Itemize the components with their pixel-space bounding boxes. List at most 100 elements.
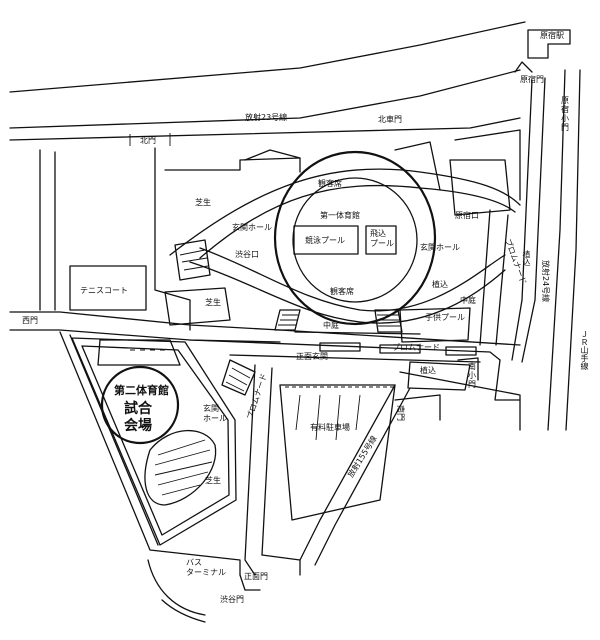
rail-line-2 <box>565 69 581 431</box>
northwest-block-inner <box>164 157 301 171</box>
label-jr-line: ＪＲ山手線 <box>580 330 589 370</box>
label-dive-pool: 飛込 プール <box>370 229 394 248</box>
promenade-box-3 <box>445 346 477 356</box>
promenade-box-2 <box>379 344 421 354</box>
harajuku-gate-mark <box>514 61 533 73</box>
dive-pool-box <box>365 225 397 255</box>
right-lower-edge <box>494 359 521 401</box>
front-gate-road <box>261 554 301 576</box>
label-match-venue-2: 会場 <box>124 417 152 434</box>
label-courtyard-right: 中庭 <box>460 295 476 305</box>
label-promenade-bottom: プロムナード <box>245 372 268 420</box>
label-south-gate: 南門 <box>396 405 406 421</box>
label-parking: 有料駐車場 <box>310 422 350 432</box>
label-courtyard-mid: 中庭 <box>323 320 339 330</box>
gym1-stair-left-hatch <box>278 314 298 326</box>
promenade-main-bottom <box>229 354 481 363</box>
courtyard-edge <box>294 331 421 335</box>
rail-line-3 <box>511 79 533 361</box>
south-gate-road <box>394 394 441 421</box>
label-match-venue-1: 試合 <box>124 400 153 417</box>
label-lawn-bottom: 芝生 <box>205 475 221 485</box>
promenade-lower-right <box>261 367 273 556</box>
gym2-site-inner <box>81 345 230 536</box>
south-small-gate-mark <box>457 357 479 381</box>
label-lobby-second: 玄関 ホール <box>203 404 227 423</box>
promenade-lower-left <box>244 364 256 576</box>
gym2-circle[interactable] <box>100 365 180 445</box>
radial-23-road-north-edge <box>9 21 526 93</box>
gym1-block-left <box>244 149 301 173</box>
gym1-sweep-top <box>169 168 521 256</box>
label-spectator-top: 観客席 <box>318 178 342 188</box>
parking-stall-2 <box>315 394 321 441</box>
label-harajuku-entrance: 原宿口 <box>455 210 479 220</box>
gym2-site-outline <box>71 337 237 546</box>
label-promenade-mid: プロムナード <box>392 343 440 352</box>
rail-line-4 <box>521 77 546 363</box>
rail-line-1 <box>547 69 566 431</box>
gym1-sweep-bottom-2 <box>189 261 506 324</box>
label-lobby-left: 玄関ホール <box>232 222 272 232</box>
tennis-court <box>69 265 147 311</box>
gym2-canopy <box>97 339 181 366</box>
parking-stall-1 <box>295 394 301 431</box>
label-harajuku-gate: 原宿門 <box>520 74 544 84</box>
label-lobby-right: 玄関ホール <box>420 242 460 252</box>
radial-155-road <box>299 384 396 561</box>
label-planting-right: 植込 <box>522 250 531 266</box>
southwest-boundary <box>59 331 241 576</box>
promenade-main-top <box>189 339 501 361</box>
gym1-stair-right-hatch <box>377 314 401 327</box>
gym1-sweep-top-2 <box>199 184 516 259</box>
west-gate-road-2 <box>9 329 281 343</box>
gym2-wing <box>144 429 217 506</box>
label-lawn-bottom-nw: 芝生 <box>205 297 221 307</box>
shibuya-gate-road <box>239 574 261 591</box>
south-planting-block <box>407 361 471 391</box>
label-bus-terminal: バス ターミナル <box>186 558 226 577</box>
label-lawn-top: 芝生 <box>195 197 211 207</box>
label-swim-pool: 競泳プール <box>305 235 345 245</box>
label-tennis: テニスコート <box>80 286 128 295</box>
promenade-right-edge-2 <box>495 214 509 346</box>
radial-23-road-south-edge <box>9 69 521 129</box>
southwest-boundary-2 <box>69 334 159 546</box>
north-gate-road <box>9 117 521 141</box>
promenade-right-edge <box>479 209 491 346</box>
label-radial24: 放射24号線 <box>541 260 551 302</box>
kids-pool-area <box>399 307 471 343</box>
parking-stall-4 <box>355 394 361 431</box>
label-planting-mid: 植込 <box>432 279 448 289</box>
gym1-sweep-bottom <box>199 247 506 312</box>
label-gym1: 第一体育館 <box>320 210 360 220</box>
label-front-gate: 正面門 <box>244 572 268 581</box>
label-radial155: 放射155号線 <box>345 434 379 479</box>
label-south-small-gate: 南 小 門 <box>468 362 476 389</box>
label-harajuku-station: 原宿駅 <box>540 30 564 40</box>
south-area-boundary <box>399 371 521 431</box>
station-building <box>527 29 571 59</box>
harajuku-entrance-block <box>449 159 511 216</box>
label-planting-low: 植込 <box>420 365 436 375</box>
gym2-entrance-stair-hatch <box>225 367 251 392</box>
radial-155-road-2 <box>314 387 411 566</box>
label-spectator-bottom: 観客席 <box>330 286 354 296</box>
bus-terminal-curve-2 <box>161 599 206 623</box>
label-main-entrance: 正面玄関 <box>296 351 328 361</box>
label-north-gate: 北門 <box>140 136 156 145</box>
label-radial23: 放射23号線 <box>245 112 287 122</box>
bus-terminal-curve <box>147 559 206 616</box>
promenade-box-1 <box>319 342 361 352</box>
label-shibuya-entrance: 渋谷口 <box>235 249 259 259</box>
label-kids-pool: 子供プール <box>425 312 465 322</box>
gym1-inner-ring <box>292 177 418 303</box>
parking-outline <box>279 384 396 521</box>
gym2-wing-hatch <box>154 439 213 496</box>
label-harajuku-elem: 原 宿 小 門 <box>561 96 569 132</box>
gym1-block-right <box>394 141 441 191</box>
label-kitakuruma-gate: 北車門 <box>378 114 402 124</box>
label-shibuya-gate: 渋谷門 <box>220 594 244 604</box>
gym1-stair-left <box>274 309 301 331</box>
